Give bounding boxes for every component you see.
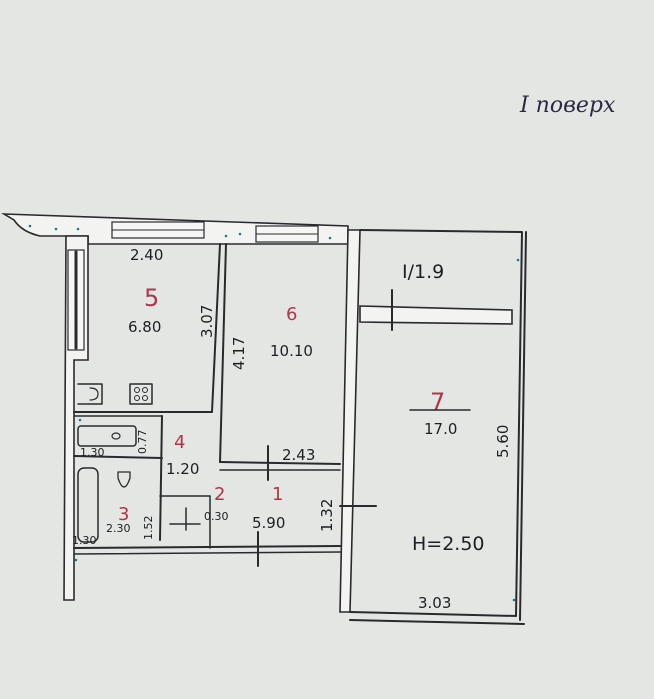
room-area-2: 0.30 [204,510,229,523]
dim-bath-length: 1.52 [142,516,155,541]
stove-icon [129,383,153,405]
room-area-5: 6.80 [128,318,161,336]
dim-kitchen-length: 3.07 [198,305,216,338]
room-number-7: 7 [430,388,445,416]
ceiling-height-label: H=2.50 [412,533,485,555]
interior-walls-service [73,411,377,567]
room7-walls [349,229,527,625]
room-area-1: 5.90 [252,514,285,532]
washbasin-icon [77,425,137,447]
wall-kitchen-room6 [211,243,221,413]
dim-room7-length: 5.60 [494,425,512,458]
kitchen-sink-icon [77,383,103,405]
toilet-icon [117,471,131,488]
room-area-3: 2.30 [106,522,131,535]
room-number-1: 1 [272,484,283,505]
floor-label: I поверх [519,93,616,118]
dim-hall-width: 2.43 [282,446,315,464]
bathtub-icon [77,467,99,543]
room-area-7: 17.0 [424,420,457,438]
dim-room7-width: 3.03 [418,594,451,612]
dim-kitchen-width: 2.40 [130,246,163,264]
dim-bath-width: 1.30 [72,534,97,547]
room-number-4: 4 [174,432,185,453]
balcony-label: I/1.9 [402,261,444,283]
room-number-3: 3 [118,504,129,525]
dim-toilet-width: 1.30 [80,446,105,459]
exterior-wall-left [63,235,89,601]
dim-hall-length: 1.32 [318,499,336,532]
room-number-2: 2 [214,484,225,505]
room-area-4: 1.20 [166,460,199,478]
exterior-wall-top-left [0,213,349,245]
room-area-6: 10.10 [270,342,313,360]
dim-toilet-length: 0.77 [136,430,149,455]
room-number-5: 5 [144,284,159,312]
room-number-6: 6 [286,304,297,325]
dim-room6-length: 4.17 [230,337,248,370]
